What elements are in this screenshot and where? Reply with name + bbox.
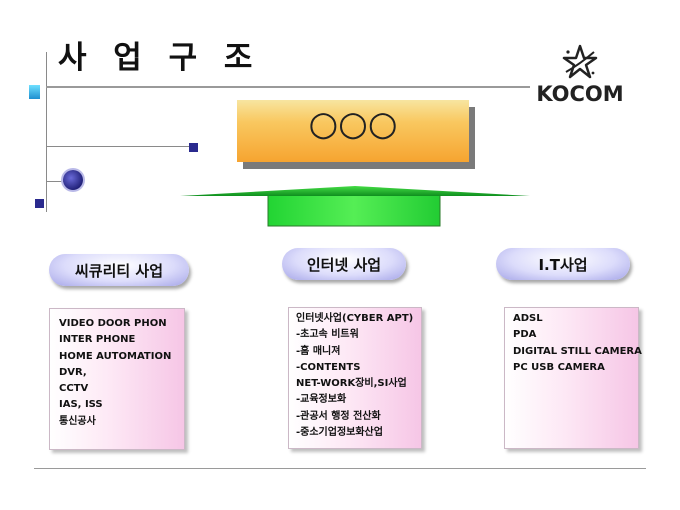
list-item: -교육정보화 — [296, 394, 347, 406]
division-internet-label: 인터넷 사업 — [282, 248, 406, 280]
list-item: PDA — [513, 329, 537, 341]
star-swirl-icon — [562, 44, 598, 79]
list-item: ADSL — [513, 313, 543, 324]
page-title: 사 업 구 조 — [58, 40, 261, 76]
list-item: DIGITAL STILL CAMERA — [513, 345, 642, 357]
top-box-label: ○○○ — [308, 104, 398, 144]
decor-vertical-line — [46, 52, 47, 212]
green-pillar-shape — [180, 186, 530, 227]
navy-square-icon — [189, 143, 198, 152]
top-box — [237, 100, 469, 162]
list-item: -관공서 행정 전산화 — [296, 410, 381, 422]
decor-branch-line — [46, 146, 192, 147]
division-it-card: ADSL PDA DIGITAL STILL CAMERA PC USB CAM… — [504, 307, 642, 449]
purple-orb-icon — [63, 170, 83, 190]
list-item: IAS, ISS — [59, 399, 103, 411]
company-logo: KOCOM — [536, 82, 624, 106]
cyan-square-icon — [29, 85, 40, 99]
list-item: -초고속 비트워 — [296, 329, 359, 341]
division-security-card: VIDEO DOOR PHON INTER PHONE HOME AUTOMAT… — [49, 308, 185, 450]
list-item: DVR, — [59, 366, 87, 378]
footer-divider — [34, 468, 646, 469]
list-item: NET-WORK장비,SI사업 — [296, 378, 407, 390]
list-item: INTER PHONE — [59, 334, 136, 346]
list-item: -중소기업정보화산업 — [296, 427, 383, 439]
list-item: PC USB CAMERA — [513, 361, 605, 373]
list-item: VIDEO DOOR PHON — [59, 318, 167, 329]
division-security-label: 씨큐리티 사업 — [49, 254, 189, 286]
list-item: CCTV — [59, 383, 89, 395]
list-item: HOME AUTOMATION — [59, 350, 172, 362]
list-item: 통신공사 — [59, 415, 96, 427]
list-item: -홈 매니져 — [296, 345, 341, 357]
division-it-label: I.T사업 — [496, 248, 630, 280]
division-internet-card: 인터넷사업(CYBER APT) -초고속 비트워 -홈 매니져 -CONTEN… — [288, 307, 422, 449]
list-item: 인터넷사업(CYBER APT) — [296, 313, 414, 324]
list-item: -CONTENTS — [296, 361, 361, 373]
decor-branch-line — [46, 181, 66, 182]
navy-square-icon — [35, 199, 44, 208]
title-underline — [46, 86, 530, 88]
